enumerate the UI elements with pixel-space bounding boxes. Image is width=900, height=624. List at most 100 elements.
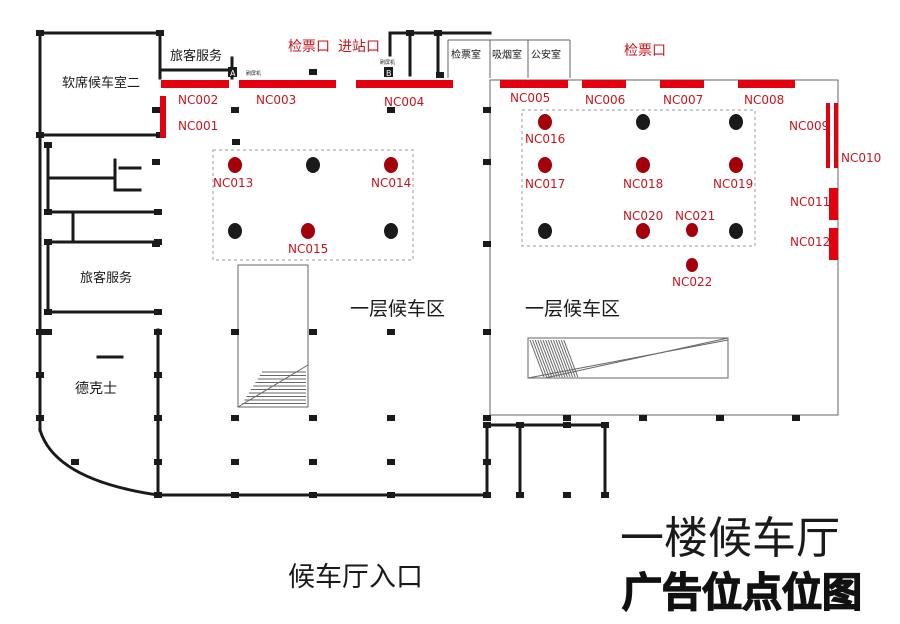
column-nc021[interactable] (686, 223, 698, 237)
ad-bar-nc008[interactable] (738, 80, 795, 88)
pillar (563, 492, 571, 498)
ad-bar-nc011[interactable] (829, 188, 838, 220)
ad-bar-nc003[interactable] (239, 80, 336, 88)
ad-label-nc002: NC002 (178, 93, 218, 107)
ad-label-nc018: NC018 (623, 177, 663, 191)
pillar (231, 329, 239, 335)
gate-label-entry: 进站口 (338, 39, 380, 55)
pillar (387, 107, 395, 113)
column-nc014[interactable] (384, 157, 398, 173)
pillar (309, 492, 317, 498)
ad-label-nc014: NC014 (371, 176, 411, 190)
column-nc017[interactable] (538, 157, 552, 173)
screen-a-text: 刷屏机 (246, 70, 261, 77)
ad-bar-nc001[interactable] (160, 96, 166, 138)
pillar (44, 329, 52, 335)
escalator-step (550, 339, 566, 378)
room-label-smoking: 吸烟室 (492, 48, 522, 61)
ad-bar-nc004[interactable] (356, 80, 453, 88)
pillar (309, 459, 317, 465)
column-nc013[interactable] (228, 157, 242, 173)
column-plain (729, 223, 743, 239)
area-labels: 一层候车区 一层候车区 (350, 298, 620, 320)
pillar (483, 492, 491, 498)
ad-label-nc006: NC006 (585, 93, 625, 107)
wall-segment (113, 158, 142, 192)
column-plain (384, 223, 398, 239)
pillar (516, 422, 524, 428)
escalator-step (534, 339, 550, 378)
pillar (483, 459, 491, 465)
pillar (44, 239, 52, 245)
gate-label-ticket-check-left: 检票口 (288, 39, 330, 55)
room-labels: 软席候车室二 旅客服务 旅客服务 德克士 检票室 吸烟室 公安室 (62, 48, 561, 397)
column-nc019[interactable] (729, 157, 743, 173)
pillar (152, 159, 160, 165)
column-plain (729, 114, 743, 130)
escalator-step (529, 339, 545, 378)
ad-label-nc020: NC020 (623, 209, 663, 223)
pillar (601, 422, 609, 428)
pillar (516, 492, 524, 498)
pillar (639, 415, 647, 421)
pillar (309, 415, 317, 421)
pillar (406, 30, 414, 36)
pillar (152, 241, 160, 247)
wall-segment (38, 31, 162, 80)
escalator-step (552, 339, 568, 378)
ad-zone-left (212, 149, 414, 261)
escalator-step (542, 339, 558, 378)
room-label-passenger-service-left: 旅客服务 (80, 270, 132, 286)
room-label-dicos: 德克士 (75, 381, 117, 397)
ad-bar-nc005[interactable] (500, 80, 568, 88)
ad-label-nc021: NC021 (675, 209, 715, 223)
wall-segment (38, 428, 160, 497)
ad-bar-nc002[interactable] (161, 80, 229, 88)
ad-bar-nc006[interactable] (582, 80, 626, 88)
escalator-step (537, 339, 553, 378)
pillar (154, 329, 162, 335)
escalator-step (539, 339, 555, 378)
screen-markers: A 刷屏机 B 刷屏机 (228, 59, 395, 78)
escalator-step (547, 339, 563, 378)
pillar (156, 30, 164, 36)
pillar (152, 107, 160, 113)
screen-a-letter: A (230, 69, 236, 78)
pillar (36, 372, 44, 378)
pillar (387, 492, 395, 498)
screen-b-letter: B (386, 69, 392, 78)
pillar (601, 492, 609, 498)
column-plain (636, 114, 650, 130)
pillar (483, 415, 491, 421)
ad-bar-nc012[interactable] (829, 228, 838, 260)
ad-bar-nc007[interactable] (660, 80, 704, 88)
escalator-right (527, 337, 729, 379)
ad-label-nc010: NC010 (841, 151, 881, 165)
column-nc016[interactable] (538, 114, 552, 130)
stairs (237, 264, 729, 408)
ad-label-nc003: NC003 (256, 93, 296, 107)
ad-bar-nc009[interactable] (826, 103, 830, 168)
ad-label-nc011: NC011 (790, 195, 830, 209)
column-nc022[interactable] (686, 258, 698, 272)
pillar (154, 492, 162, 498)
column-nc020[interactable] (636, 223, 650, 239)
pillar (36, 132, 44, 138)
column-plain (306, 157, 320, 173)
ad-label-nc019: NC019 (713, 177, 753, 191)
pillar (483, 241, 491, 247)
room-label-police: 公安室 (531, 48, 561, 61)
area-label-waiting-right: 一层候车区 (525, 298, 620, 320)
pillar (231, 492, 239, 498)
escalator-step (558, 339, 574, 378)
column-nc015[interactable] (301, 223, 315, 239)
column-nc018[interactable] (636, 157, 650, 173)
escalator-step (560, 339, 576, 378)
ad-bar-nc010[interactable] (834, 103, 838, 168)
columns (228, 114, 743, 272)
pillar (483, 107, 491, 113)
wall-ads (160, 80, 838, 260)
area-label-waiting-left: 一层候车区 (350, 298, 445, 320)
pillar (154, 309, 162, 315)
